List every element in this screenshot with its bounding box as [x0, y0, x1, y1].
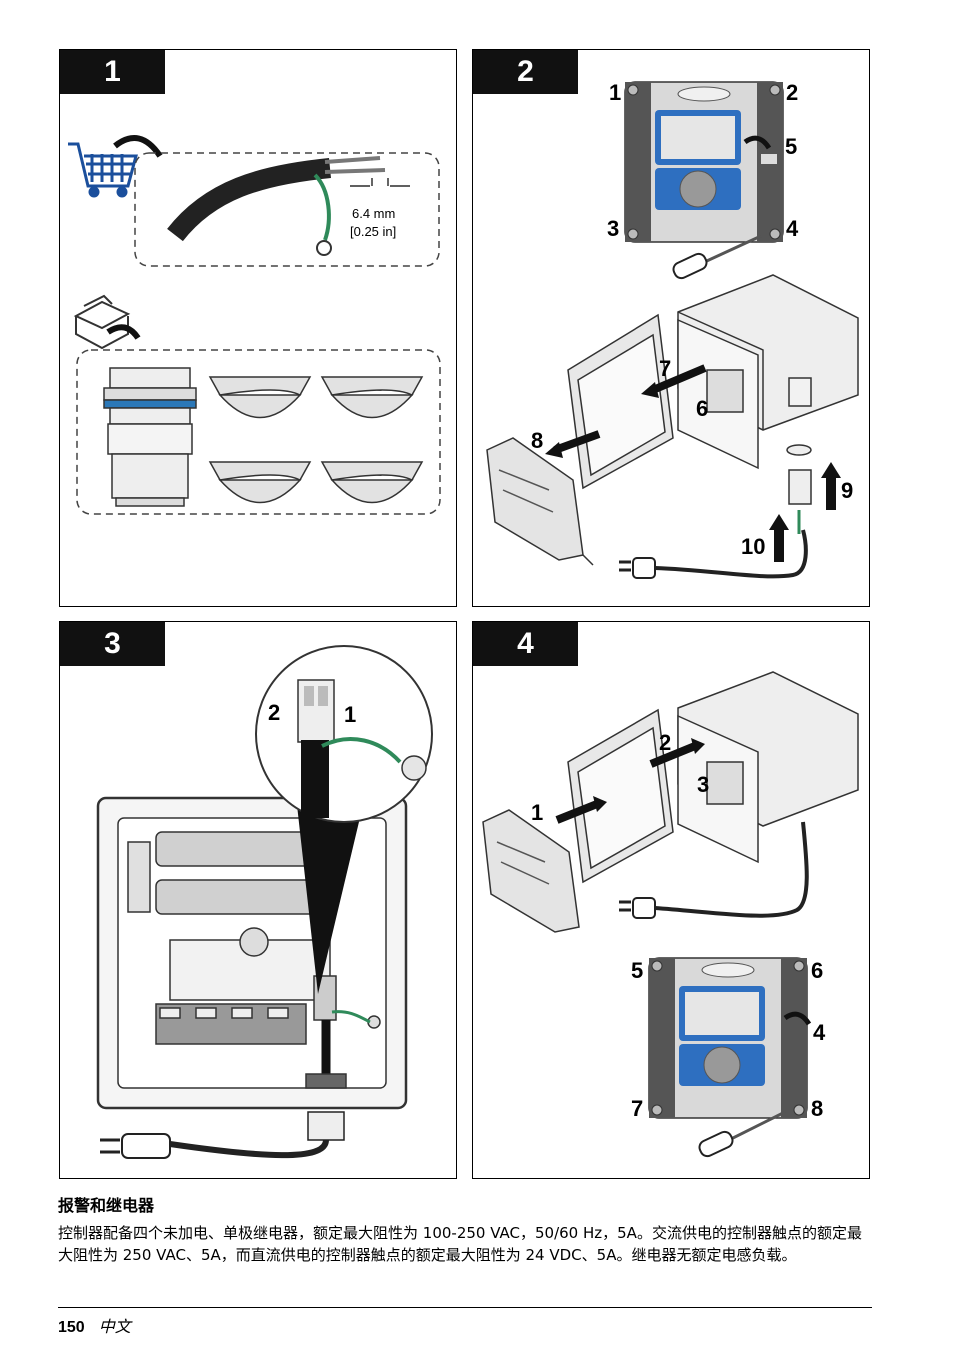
- shopping-cart-icon: [68, 142, 138, 198]
- cable-prep-illustration: 6.4 mm [0.25 in]: [68, 135, 441, 515]
- enclosure-interior: [96, 796, 408, 1110]
- section-title: 报警和继电器: [58, 1196, 155, 1215]
- screwdriver-icon: [672, 234, 762, 280]
- power-cord: [619, 529, 808, 579]
- callout-1: 1: [531, 800, 543, 825]
- step-number-3: 3: [60, 622, 165, 666]
- figure-panel-3: 3: [59, 621, 457, 1179]
- step-number-1: 1: [60, 50, 165, 94]
- dimension-in: [0.25 in]: [350, 224, 396, 239]
- footer-language: 中文: [98, 1317, 131, 1336]
- callout-5: 5: [631, 958, 643, 983]
- callout-6: 6: [696, 396, 708, 421]
- footer-divider: [58, 1307, 872, 1308]
- callout-8: 8: [811, 1096, 823, 1121]
- callout-3: 3: [697, 772, 709, 797]
- controller-open-illustration: 1 2 3 4 5 7 6 8: [486, 80, 859, 579]
- power-cord: [100, 1111, 345, 1159]
- box-icon: [73, 294, 131, 350]
- magnified-detail: [255, 645, 433, 823]
- callout-7: 7: [659, 356, 671, 381]
- callout-5: 5: [785, 134, 797, 159]
- cable-gland: [103, 367, 197, 507]
- sealing-plugs: [208, 376, 424, 504]
- callout-9: 9: [841, 478, 853, 503]
- wiring-detail-illustration: 2 1: [96, 645, 433, 1159]
- page-footer: 150 中文: [58, 1313, 131, 1337]
- callout-4: 4: [813, 1020, 826, 1045]
- ground-wire: [313, 173, 331, 241]
- dimension-mm: 6.4 mm: [352, 206, 395, 221]
- callout-10: 10: [741, 534, 765, 559]
- cover-piece: [482, 809, 580, 933]
- step-number-4: 4: [473, 622, 578, 666]
- callout-2: 2: [786, 80, 798, 105]
- screwdriver-icon: [698, 1110, 786, 1158]
- page-number: 150: [58, 1319, 85, 1336]
- figure-panel-4: 4 2 3 1: [472, 621, 870, 1179]
- controller-front: [624, 81, 784, 243]
- arrow-icon: [113, 135, 163, 158]
- callout-6: 6: [811, 958, 823, 983]
- callout-2: 2: [268, 700, 280, 725]
- callout-1: 1: [609, 80, 621, 105]
- open-enclosure: [567, 274, 859, 490]
- open-enclosure: [567, 671, 859, 884]
- callout-3: 3: [607, 216, 619, 241]
- gland-parts: [786, 444, 812, 534]
- reassembly-illustration: 2 3 1 5 6 4: [482, 671, 859, 1158]
- callout-7: 7: [631, 1096, 643, 1121]
- power-cord: [619, 821, 809, 919]
- step-number-2: 2: [473, 50, 578, 94]
- figure-panel-2: 2 1 2 3 4 5: [472, 49, 870, 607]
- controller-front: [648, 957, 808, 1119]
- section-body: 控制器配备四个未加电、单极继电器，额定最大阻性为 100-250 VAC，50/…: [58, 1224, 862, 1264]
- cover-piece: [486, 437, 594, 566]
- callout-1: 1: [344, 702, 356, 727]
- callout-8: 8: [531, 428, 543, 453]
- callout-2: 2: [659, 730, 671, 755]
- callout-4: 4: [786, 216, 799, 241]
- figure-panel-1: 1 6.4 mm [0.25 in]: [59, 49, 457, 607]
